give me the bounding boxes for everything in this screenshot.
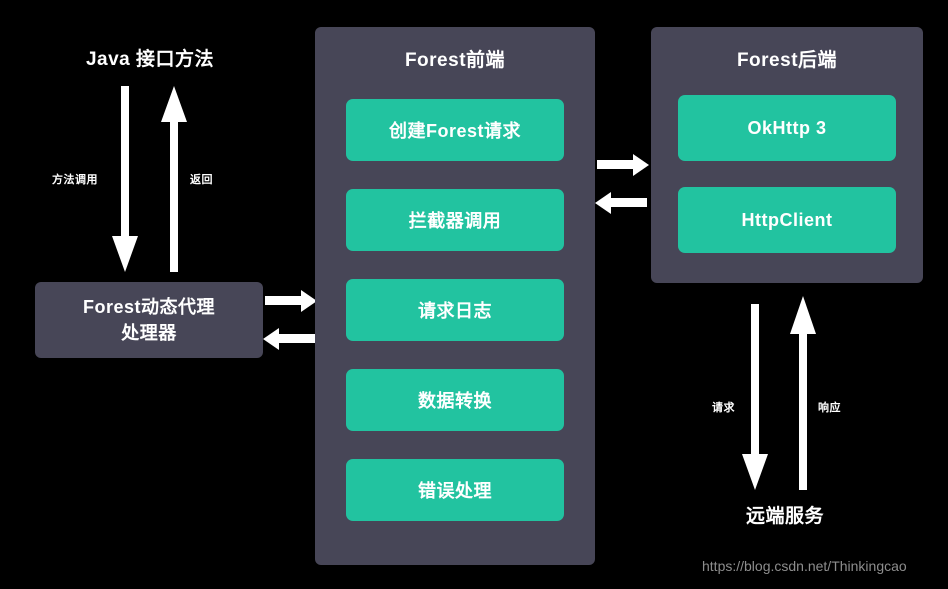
backend-client-okhttp3[interactable]: OkHttp 3 — [678, 95, 896, 161]
proxy-box-line1: Forest动态代理 — [82, 296, 215, 317]
backend-to-frontend-arrow — [595, 192, 647, 214]
request-label: 请求 — [712, 402, 735, 414]
forest-frontend-heading: Forest前端 — [404, 50, 506, 71]
request-arrow — [742, 304, 768, 490]
backend-client-httpclient[interactable]: HttpClient — [678, 187, 896, 253]
frontend-step-error-handling[interactable]: 错误处理 — [346, 459, 564, 521]
frontend-step-request-log[interactable]: 请求日志 — [346, 279, 564, 341]
response-label: 响应 — [818, 402, 841, 414]
watermark-text: https://blog.csdn.net/Thinkingcao — [702, 558, 907, 574]
return-arrow — [161, 86, 187, 272]
java-interface-title: Java 接口方法 — [85, 49, 215, 70]
frontend-to-backend-arrow — [597, 154, 649, 176]
remote-service-title: 远端服务 — [745, 506, 824, 527]
frontend-step-create-request[interactable]: 创建Forest请求 — [346, 99, 564, 161]
forest-backend-panel: Forest后端 OkHttp 3 HttpClient — [651, 27, 923, 283]
method-call-arrow — [112, 86, 138, 272]
response-arrow — [790, 296, 816, 490]
frontend-step-interceptor[interactable]: 拦截器调用 — [346, 189, 564, 251]
forest-frontend-panel: Forest前端 创建Forest请求 拦截器调用 请求日志 数据转换 错误处理 — [315, 27, 595, 565]
frontend-to-proxy-arrow — [263, 328, 315, 350]
forest-backend-heading: Forest后端 — [736, 50, 838, 71]
frontend-step-data-conversion[interactable]: 数据转换 — [346, 369, 564, 431]
proxy-box-line2: 处理器 — [121, 323, 177, 343]
return-label: 返回 — [190, 174, 213, 186]
method-call-label: 方法调用 — [52, 174, 98, 186]
proxy-to-frontend-arrow — [265, 290, 317, 312]
forest-dynamic-proxy-box[interactable]: Forest动态代理 处理器 — [35, 282, 263, 358]
